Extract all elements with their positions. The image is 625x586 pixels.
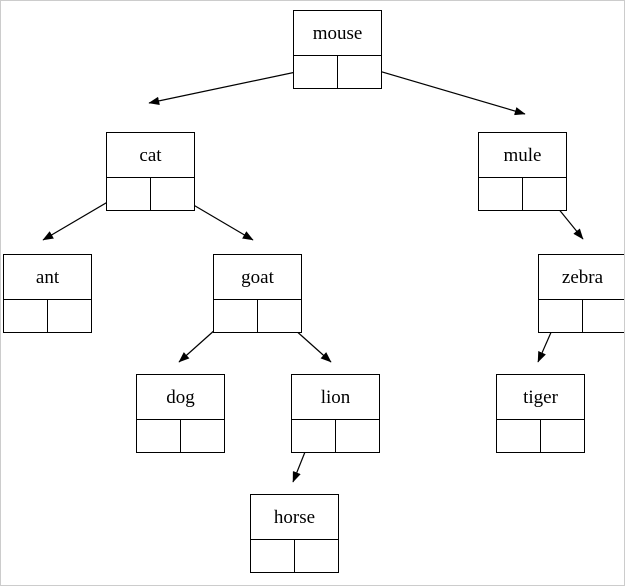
tree-node-zebra[interactable]: zebra (538, 254, 625, 333)
tree-node-goat[interactable]: goat (213, 254, 302, 333)
tree-node-tiger[interactable]: tiger (496, 374, 585, 453)
node-label-mouse: mouse (294, 11, 381, 56)
left-pointer-cell-lion[interactable] (292, 420, 336, 452)
tree-node-mule[interactable]: mule (478, 132, 567, 211)
right-pointer-cell-goat[interactable] (258, 300, 302, 332)
node-label-mule: mule (479, 133, 566, 178)
node-label-cat: cat (107, 133, 194, 178)
node-pointers-mouse (294, 56, 381, 88)
left-pointer-cell-tiger[interactable] (497, 420, 541, 452)
right-pointer-cell-zebra[interactable] (583, 300, 625, 332)
left-pointer-cell-mule[interactable] (479, 178, 523, 210)
node-pointers-dog (137, 420, 224, 452)
left-pointer-cell-dog[interactable] (137, 420, 181, 452)
right-pointer-cell-horse[interactable] (295, 540, 339, 572)
right-pointer-cell-mule[interactable] (523, 178, 567, 210)
node-pointers-horse (251, 540, 338, 572)
node-label-ant: ant (4, 255, 91, 300)
node-label-tiger: tiger (497, 375, 584, 420)
node-pointers-mule (479, 178, 566, 210)
right-pointer-cell-tiger[interactable] (541, 420, 585, 452)
left-pointer-cell-mouse[interactable] (294, 56, 338, 88)
right-pointer-cell-cat[interactable] (151, 178, 195, 210)
tree-node-ant[interactable]: ant (3, 254, 92, 333)
node-label-goat: goat (214, 255, 301, 300)
node-label-dog: dog (137, 375, 224, 420)
tree-node-mouse[interactable]: mouse (293, 10, 382, 89)
node-pointers-goat (214, 300, 301, 332)
left-pointer-cell-zebra[interactable] (539, 300, 583, 332)
node-pointers-ant (4, 300, 91, 332)
left-pointer-cell-horse[interactable] (251, 540, 295, 572)
right-pointer-cell-lion[interactable] (336, 420, 380, 452)
node-pointers-lion (292, 420, 379, 452)
edge-mouse-to-cat (148, 67, 316, 106)
node-pointers-zebra (539, 300, 625, 332)
left-pointer-cell-ant[interactable] (4, 300, 48, 332)
left-pointer-cell-cat[interactable] (107, 178, 151, 210)
tree-node-horse[interactable]: horse (250, 494, 339, 573)
right-pointer-cell-dog[interactable] (181, 420, 225, 452)
left-pointer-cell-goat[interactable] (214, 300, 258, 332)
node-label-zebra: zebra (539, 255, 624, 300)
node-pointers-cat (107, 178, 194, 210)
right-pointer-cell-mouse[interactable] (338, 56, 382, 88)
node-label-horse: horse (251, 495, 338, 540)
tree-node-cat[interactable]: cat (106, 132, 195, 211)
right-pointer-cell-ant[interactable] (48, 300, 92, 332)
tree-node-dog[interactable]: dog (136, 374, 225, 453)
tree-node-lion[interactable]: lion (291, 374, 380, 453)
node-label-lion: lion (292, 375, 379, 420)
node-pointers-tiger (497, 420, 584, 452)
